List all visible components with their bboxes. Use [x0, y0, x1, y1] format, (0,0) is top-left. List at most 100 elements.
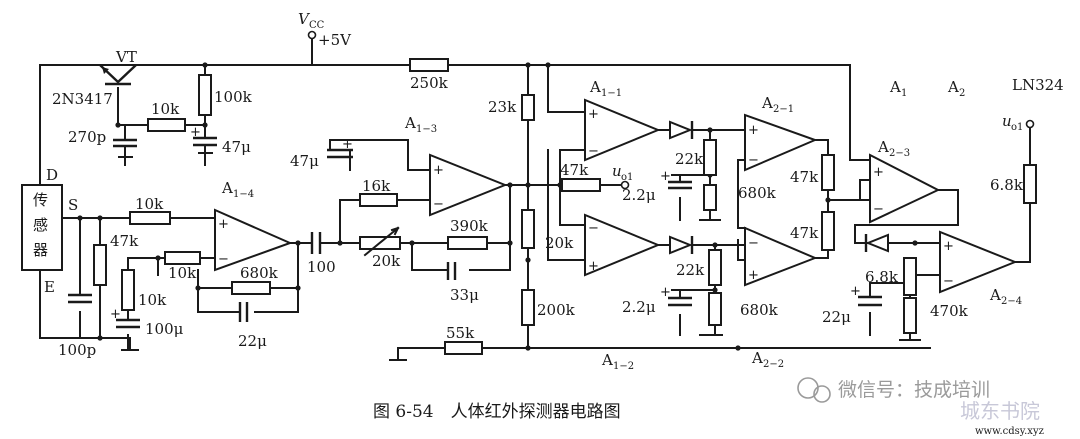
- sensor-char-2: 感: [33, 216, 48, 234]
- svg-text:城东书院: 城东书院: [960, 399, 1040, 423]
- svg-text:+: +: [190, 125, 201, 140]
- svg-text:−: −: [588, 221, 599, 236]
- svg-text:10k: 10k: [135, 195, 164, 213]
- svg-text:+: +: [850, 284, 861, 299]
- vt-label: VT: [115, 48, 137, 66]
- svg-text:20k: 20k: [545, 234, 574, 252]
- svg-text:20k: 20k: [372, 252, 401, 270]
- svg-text:22k: 22k: [675, 150, 704, 168]
- transistor-vt: [99, 64, 137, 86]
- svg-text:o1: o1: [621, 172, 633, 183]
- vcc-sub: CC: [309, 20, 325, 31]
- resistors: [93, 58, 1037, 355]
- svg-text:100: 100: [307, 258, 336, 276]
- svg-text:1−2: 1−2: [613, 361, 634, 372]
- svg-text:1: 1: [901, 88, 907, 99]
- svg-text:10k: 10k: [168, 264, 197, 282]
- svg-text:2−4: 2−4: [1001, 296, 1022, 307]
- svg-text:47k: 47k: [790, 224, 819, 242]
- svg-text:−: −: [943, 274, 954, 289]
- svg-text:16k: 16k: [362, 177, 391, 195]
- svg-text:47k: 47k: [790, 168, 819, 186]
- sensor-char-3: 器: [33, 241, 48, 259]
- svg-text:A: A: [589, 78, 601, 96]
- wires: [39, 34, 1031, 361]
- svg-text:55k: 55k: [446, 324, 475, 342]
- svg-text:2.2μ: 2.2μ: [622, 186, 656, 204]
- opamp-labels: A 1−1 A 1−2 A 1−3 A 1−4 A 2−1 A 2−2 A 2−…: [221, 78, 1022, 372]
- svg-text:680k: 680k: [740, 301, 779, 319]
- svg-text:47μ: 47μ: [222, 138, 251, 156]
- svg-text:23k: 23k: [488, 98, 517, 116]
- svg-text:A: A: [877, 138, 889, 156]
- svg-text:A: A: [601, 351, 613, 369]
- svg-text:47k: 47k: [560, 161, 589, 179]
- pin-d-label: D: [46, 166, 58, 184]
- wechat-icon: [797, 377, 819, 399]
- svg-text:−: −: [218, 252, 229, 267]
- svg-text:+: +: [110, 307, 121, 322]
- svg-text:+: +: [943, 239, 954, 254]
- svg-text:680k: 680k: [240, 264, 279, 282]
- plus5v-label: +5V: [318, 31, 352, 49]
- pin-s-label: S: [68, 196, 78, 214]
- svg-text:2−3: 2−3: [889, 148, 910, 159]
- svg-text:o1: o1: [1011, 122, 1023, 133]
- svg-text:+: +: [660, 285, 671, 300]
- svg-text:−: −: [748, 153, 759, 168]
- svg-text:A: A: [751, 349, 763, 367]
- svg-text:+: +: [218, 217, 229, 232]
- svg-text:+: +: [588, 107, 599, 122]
- svg-text:A: A: [761, 94, 773, 112]
- svg-text:22k: 22k: [676, 261, 705, 279]
- svg-text:A: A: [889, 78, 901, 96]
- svg-text:6.8k: 6.8k: [865, 268, 899, 286]
- svg-text:390k: 390k: [450, 217, 489, 235]
- svg-text:−: −: [588, 144, 599, 159]
- svg-text:200k: 200k: [537, 301, 576, 319]
- svg-text:www.cdsy.xyz: www.cdsy.xyz: [975, 426, 1044, 437]
- svg-text:+: +: [588, 259, 599, 274]
- component-labels: V CC +5V 10k 100k 270p 47μ 250k 23k 47μ …: [58, 10, 1064, 359]
- figure-caption: 图 6-54 人体红外探测器电路图: [373, 402, 621, 422]
- transistor-part: 2N3417: [52, 90, 113, 108]
- svg-text:270p: 270p: [68, 128, 106, 146]
- svg-text:+: +: [748, 268, 759, 283]
- svg-text:1−4: 1−4: [233, 189, 254, 200]
- svg-text:100μ: 100μ: [145, 320, 184, 338]
- svg-text:22μ: 22μ: [822, 308, 851, 326]
- opamps: +− −+ +− +− +− −+ +− +−: [214, 98, 1018, 294]
- diodes: [669, 120, 889, 255]
- svg-text:1−1: 1−1: [601, 88, 622, 99]
- svg-text:LN324: LN324: [1012, 76, 1064, 94]
- svg-text:470k: 470k: [930, 302, 969, 320]
- svg-text:+: +: [342, 137, 353, 152]
- svg-text:100k: 100k: [214, 88, 253, 106]
- svg-text:33μ: 33μ: [450, 286, 479, 304]
- svg-text:A: A: [989, 286, 1001, 304]
- svg-text:22μ: 22μ: [238, 332, 267, 350]
- capacitors: + + + + + +: [68, 125, 921, 361]
- svg-text:−: −: [748, 236, 759, 251]
- svg-text:2.2μ: 2.2μ: [622, 298, 656, 316]
- svg-text:47μ: 47μ: [290, 152, 319, 170]
- svg-text:+: +: [748, 123, 759, 138]
- watermark: 微信号：技成培训 城东书院 www.cdsy.xyz: [797, 377, 1044, 437]
- svg-text:6.8k: 6.8k: [990, 176, 1024, 194]
- svg-text:+: +: [433, 163, 444, 178]
- svg-text:u: u: [612, 162, 622, 180]
- svg-text:10k: 10k: [151, 100, 180, 118]
- svg-text:−: −: [433, 197, 444, 212]
- svg-text:100p: 100p: [58, 341, 96, 359]
- vcc-label: V: [298, 10, 311, 28]
- pin-e-label: E: [44, 278, 55, 296]
- svg-text:47k: 47k: [110, 232, 139, 250]
- svg-text:微信号：技成培训: 微信号：技成培训: [838, 379, 990, 401]
- svg-text:250k: 250k: [410, 74, 449, 92]
- svg-text:680k: 680k: [738, 184, 777, 202]
- svg-text:A: A: [221, 179, 233, 197]
- svg-text:u: u: [1002, 112, 1012, 130]
- svg-text:2: 2: [959, 88, 965, 99]
- svg-text:1−3: 1−3: [416, 124, 437, 135]
